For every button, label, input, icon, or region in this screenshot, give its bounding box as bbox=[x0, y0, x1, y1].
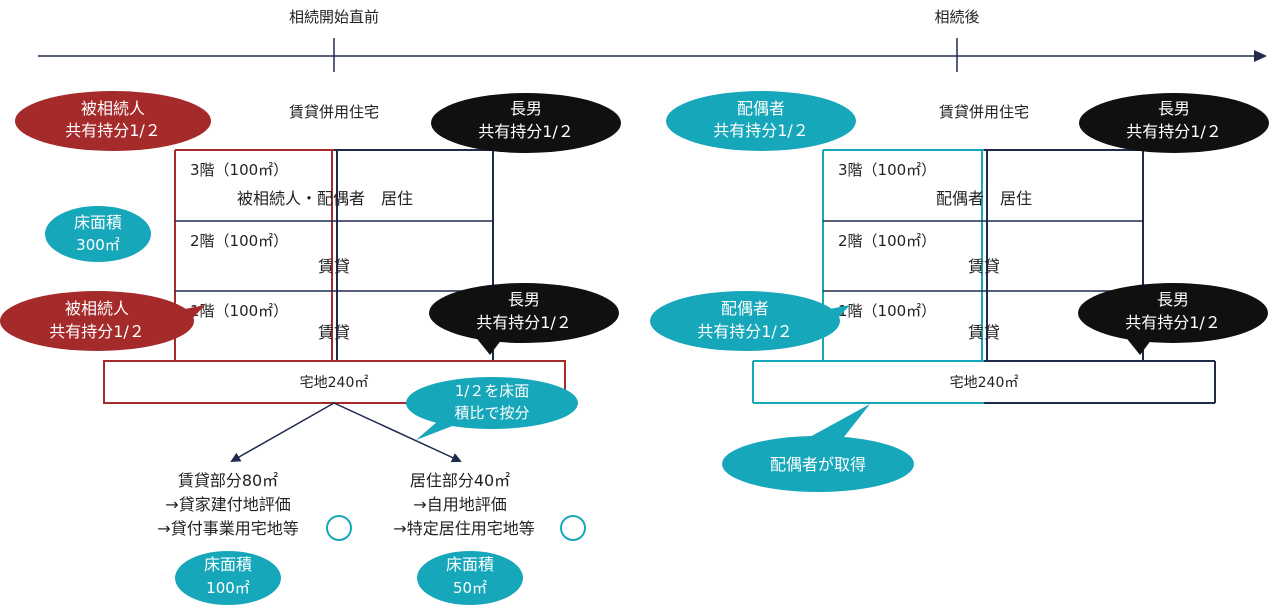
svg-text:配偶者: 配偶者 bbox=[737, 99, 785, 118]
right-land bbox=[752, 360, 1216, 404]
svg-text:被相続人: 被相続人 bbox=[65, 299, 129, 318]
bubble-spouse-land: 配偶者 共有持分1/２ bbox=[650, 291, 850, 351]
svg-text:共有持分1/２: 共有持分1/２ bbox=[478, 122, 574, 141]
left-split-arrow-residential bbox=[333, 402, 462, 463]
svg-text:共有持分1/２: 共有持分1/２ bbox=[1125, 313, 1221, 332]
svg-text:床面積: 床面積 bbox=[204, 555, 252, 574]
left-floor3-title: 3階（100㎡） bbox=[190, 161, 288, 179]
svg-text:配偶者: 配偶者 bbox=[721, 299, 769, 318]
svg-text:1/２を床面: 1/２を床面 bbox=[455, 382, 530, 400]
svg-text:共有持分1/２: 共有持分1/２ bbox=[1126, 122, 1222, 141]
bubble-floor-area-300: 床面積 300㎡ bbox=[45, 206, 151, 262]
residential-part-line3: →特定居住用宅地等 bbox=[393, 519, 534, 538]
right-floor1-title: 1階（100㎡） bbox=[838, 302, 936, 320]
residential-part-line2: →自用地評価 bbox=[413, 495, 506, 514]
right-floor3-title: 3階（100㎡） bbox=[838, 161, 936, 179]
bubble-rental-floor-area: 床面積 100㎡ bbox=[175, 551, 281, 605]
residential-part-line1: 居住部分40㎡ bbox=[410, 471, 510, 490]
bubble-decedent-land: 被相続人 共有持分1/２ bbox=[0, 291, 205, 351]
svg-text:共有持分1/２: 共有持分1/２ bbox=[49, 322, 145, 341]
svg-text:共有持分1/２: 共有持分1/２ bbox=[697, 322, 793, 341]
right-building-label: 賃貸併用住宅 bbox=[939, 103, 1029, 121]
svg-text:長男: 長男 bbox=[508, 290, 540, 309]
right-floor3-use: 配偶者 居住 bbox=[936, 189, 1032, 208]
svg-text:共有持分1/２: 共有持分1/２ bbox=[476, 313, 572, 332]
svg-text:床面積: 床面積 bbox=[74, 213, 122, 232]
bubble-spouse-top: 配偶者 共有持分1/２ bbox=[666, 91, 856, 151]
left-floor1-title: 1階（100㎡） bbox=[190, 302, 288, 320]
svg-text:50㎡: 50㎡ bbox=[453, 579, 487, 597]
bubble-residential-floor-area: 床面積 50㎡ bbox=[417, 551, 523, 605]
bubble-son-top-right: 長男 共有持分1/２ bbox=[1079, 93, 1269, 153]
rental-part-line2: →貸家建付地評価 bbox=[165, 495, 290, 514]
svg-text:積比で按分: 積比で按分 bbox=[454, 404, 529, 422]
left-floor2-use: 賃貸 bbox=[318, 257, 350, 276]
svg-text:長男: 長男 bbox=[1158, 99, 1190, 118]
bubble-son-land-right: 長男 共有持分1/２ bbox=[1078, 283, 1268, 355]
bubble-son-land-left: 長男 共有持分1/２ bbox=[429, 283, 619, 355]
left-floor2-title: 2階（100㎡） bbox=[190, 232, 288, 250]
bubble-decedent-top: 被相続人 共有持分1/２ bbox=[15, 91, 211, 151]
svg-text:共有持分1/２: 共有持分1/２ bbox=[65, 121, 161, 140]
svg-text:床面積: 床面積 bbox=[446, 555, 494, 574]
rental-part-line1: 賃貸部分80㎡ bbox=[178, 471, 278, 490]
residential-ok-circle bbox=[560, 515, 586, 541]
bubble-split-ratio: 1/２を床面 積比で按分 bbox=[406, 377, 578, 440]
svg-text:300㎡: 300㎡ bbox=[76, 236, 120, 254]
svg-text:共有持分1/２: 共有持分1/２ bbox=[713, 121, 809, 140]
right-floor1-use: 賃貸 bbox=[968, 323, 1000, 342]
rental-part-line3: →貸付事業用宅地等 bbox=[157, 519, 298, 538]
left-land-label: 宅地240㎡ bbox=[300, 375, 369, 391]
left-floor3-use: 被相続人・配偶者 居住 bbox=[237, 189, 413, 208]
rental-ok-circle bbox=[326, 515, 352, 541]
right-floor2-use: 賃貸 bbox=[968, 257, 1000, 276]
svg-text:長男: 長男 bbox=[1157, 290, 1189, 309]
bubble-son-top-left: 長男 共有持分1/２ bbox=[431, 93, 621, 153]
timeline-arrowhead bbox=[1254, 50, 1267, 62]
left-split-arrow-rental bbox=[230, 402, 335, 462]
bubble-spouse-acquires: 配偶者が取得 bbox=[722, 404, 914, 492]
svg-text:100㎡: 100㎡ bbox=[206, 579, 250, 597]
right-land-label: 宅地240㎡ bbox=[950, 375, 1019, 391]
svg-text:配偶者が取得: 配偶者が取得 bbox=[770, 455, 866, 474]
left-building-label: 賃貸併用住宅 bbox=[289, 103, 379, 121]
svg-text:被相続人: 被相続人 bbox=[81, 99, 145, 118]
timeline-label-before: 相続開始直前 bbox=[289, 8, 379, 26]
svg-text:長男: 長男 bbox=[510, 99, 542, 118]
left-floor1-use: 賃貸 bbox=[318, 323, 350, 342]
right-floor2-title: 2階（100㎡） bbox=[838, 232, 936, 250]
timeline-label-after: 相続後 bbox=[934, 8, 979, 26]
